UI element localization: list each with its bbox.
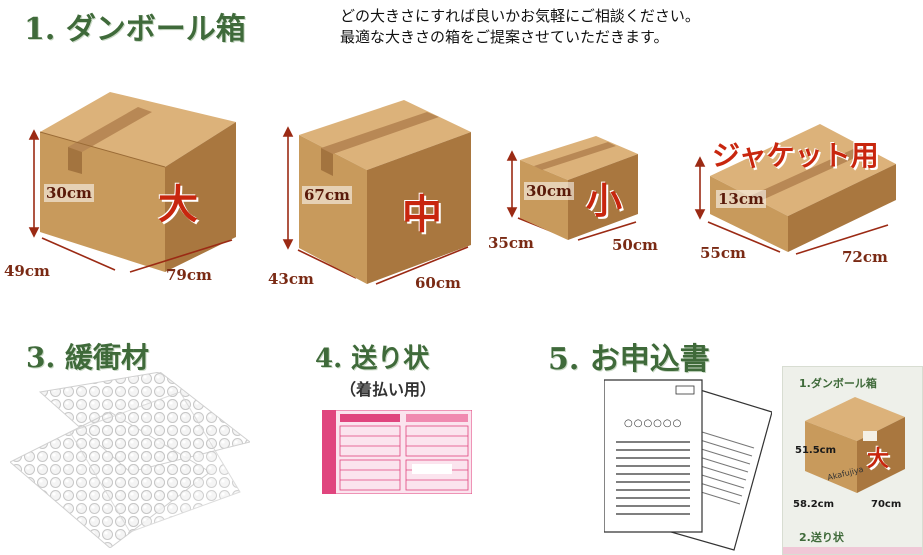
sample-panel-size-label: 大: [867, 446, 890, 472]
box-small-depth: 35cm: [488, 234, 534, 252]
box-medium-height: 67cm: [302, 186, 352, 204]
section-title-shipping-label: 4. 送り状: [315, 344, 430, 374]
box-small-image: [520, 136, 638, 240]
box-jacket-size-label: ジャケット用: [712, 139, 879, 172]
shipping-slip-image: [322, 410, 472, 494]
intro-text: どの大きさにすれば良いかお気軽にご相談ください。 最適な大きさの箱をご提案させて…: [340, 6, 700, 48]
box-large-image: [40, 92, 236, 272]
sample-panel: 1.ダンボール箱 51.5cm 大 Akafujiya 58.2cm 70cm …: [782, 366, 923, 555]
box-jacket-height: 13cm: [716, 190, 766, 208]
box-medium-width: 60cm: [415, 274, 461, 292]
section-title-boxes: 1. ダンボール箱: [24, 12, 246, 47]
sample-panel-title-1: 1.ダンボール箱: [799, 377, 877, 390]
box-large-height: 30cm: [44, 184, 94, 202]
box-jacket-depth: 55cm: [700, 244, 746, 262]
application-form-circles: ○○○○○○: [624, 418, 683, 429]
box-large-size-label: 大: [158, 181, 198, 228]
box-medium-size-label: 中: [402, 191, 442, 238]
intro-line-2: 最適な大きさの箱をご提案させていただきます。: [340, 28, 669, 46]
application-form-image: [604, 379, 772, 551]
sample-panel-height: 51.5cm: [795, 445, 837, 456]
box-small-size-label: 小: [586, 180, 623, 222]
box-large-width: 79cm: [166, 266, 212, 284]
bubble-wrap-image: [10, 372, 250, 548]
box-large-depth: 49cm: [4, 262, 50, 280]
shipping-label-subtitle: （着払い用）: [340, 380, 437, 399]
sample-box-image: [805, 397, 905, 493]
box-jacket-width: 72cm: [842, 248, 888, 266]
box-small-width: 50cm: [612, 236, 658, 254]
section-title-cushion: 3. 緩衝材: [26, 341, 149, 374]
section-title-application: 5. お申込書: [548, 342, 710, 377]
intro-line-1: どの大きさにすれば良いかお気軽にご相談ください。: [340, 7, 700, 25]
sample-panel-depth: 58.2cm: [793, 499, 835, 510]
box-small-height: 30cm: [524, 182, 574, 200]
box-medium-image: [299, 100, 471, 284]
sample-panel-slip-strip: [783, 547, 922, 554]
box-medium-depth: 43cm: [268, 270, 314, 288]
sample-panel-title-2: 2.送り状: [799, 531, 844, 544]
sample-panel-width: 70cm: [871, 499, 902, 510]
